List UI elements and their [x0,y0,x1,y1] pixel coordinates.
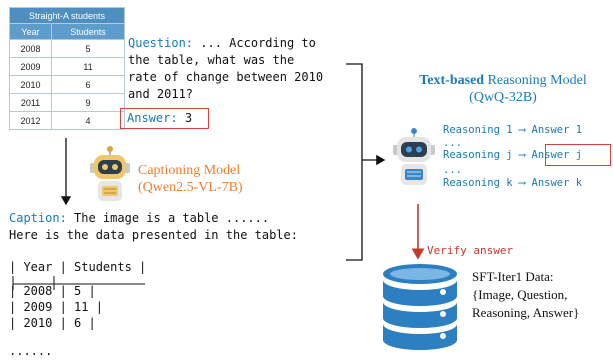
reasoning-dots: ... [443,164,462,176]
reasoning-dots: ... [443,137,462,149]
table-cell: 4 [51,111,125,130]
caption-table-header: | Year | Students | [9,260,147,274]
question-line: ... According to [200,36,316,50]
robot-icon [393,128,435,185]
reasoning-j-prefix: Reasoning j ⟶ [443,149,532,161]
sft-line: SFT-Iter1 Data: [472,269,554,284]
verify-label: Verify answer [427,244,514,257]
question-line: and 2011? [128,87,194,101]
caption-table: | Year | Students ||------|----------|| … [9,259,146,331]
caption-line: The image is a table ...... [66,211,270,225]
caption-text: Caption: The image is a table ...... Her… [9,210,298,244]
reasoning-line-1: Reasoning 1 ⟶ Answer 1 [443,124,583,136]
table-title: Straight-A students [9,7,125,24]
question-line: the table, what was the [128,53,295,67]
question-line: rate of change between 2010 [128,70,324,84]
reasoning-line-k: Reasoning k ⟶ Answer k [443,177,583,189]
table-header-year: Year [9,23,52,40]
table-cell: 5 [51,39,125,58]
caption-table-row: | 2009 | 11 | [9,300,103,314]
caption-table-row: | 2010 | 6 | [9,316,96,330]
bracket [346,63,363,261]
answer-j-highlight [545,144,611,166]
answer-box: Answer: 3 [120,108,209,129]
captioning-model-label: Captioning Model (Qwen2.5-VL-7B) [138,162,243,196]
captioning-model-title: Captioning Model [138,163,241,178]
table-cell: 2009 [9,57,52,76]
caption-label: Caption: [9,211,67,225]
sft-line: Reasoning, Answer} [472,305,580,320]
reasoning-line-j: Reasoning j ⟶ Answer j [443,149,582,162]
robot-icon [90,146,130,201]
caption-line: Here is the data presented in the table: [9,228,298,242]
table-cell: 2010 [9,75,52,94]
answer-value: 3 [184,111,193,125]
sft-line: {Image, Question, [472,287,568,302]
reasoning-model-name: (QwQ-32B) [469,90,537,105]
reasoning-model-bold: Text-based [419,73,485,88]
table-cell: 9 [51,93,125,112]
reasoning-j-answer: Answer j [531,149,583,161]
table-cell: 6 [51,75,125,94]
reasoning-model-rest: Reasoning Model [484,73,587,88]
question-label: Question: [128,36,194,50]
captioning-model-name: (Qwen2.5-VL-7B) [138,180,243,195]
question-text: Question: ... According to the table, wh… [128,35,323,103]
caption-table-rule [12,276,145,290]
database-icon [383,264,457,350]
table-cell: 2012 [9,111,52,130]
reasoning-model-title: Text-based Reasoning Model [398,72,608,89]
sft-data-label: SFT-Iter1 Data: {Image, Question, Reason… [472,268,579,322]
caption-ellipsis: ...... [9,344,53,358]
caption-table-row: | 2008 | 5 | [9,284,96,298]
answer-label: Answer: [127,111,178,125]
